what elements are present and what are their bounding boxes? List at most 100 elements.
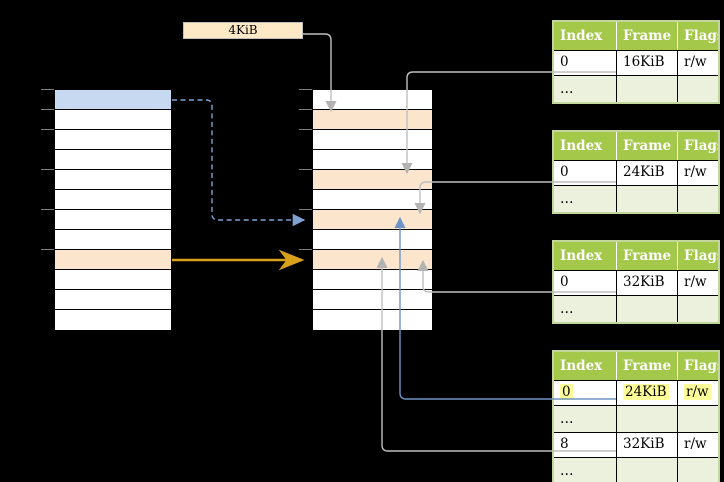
address-tick (41, 109, 54, 110)
virtual-memory-row (55, 230, 171, 250)
column-header-index: Index (560, 248, 603, 264)
cell-index: … (560, 463, 574, 479)
address-tick (41, 209, 54, 210)
cell-frame (616, 458, 677, 482)
table-row: 0 16KiB r/w (554, 50, 718, 75)
virtual-memory-row (55, 170, 171, 190)
virtual-memory-table (54, 89, 172, 331)
virtual-memory-row (55, 250, 171, 270)
cell-index: … (560, 191, 574, 207)
table-row-ellipsis: … (554, 457, 718, 482)
page-table-header: Index Frame Flags (554, 352, 718, 380)
cell-frame (616, 76, 677, 102)
size-label-box: 4KiB (183, 22, 303, 39)
virtual-memory-row (55, 290, 171, 310)
address-tick (299, 129, 312, 130)
page-table-2: Index Frame Flags 0 24KiB r/w … (552, 130, 720, 214)
virtual-memory-row (55, 270, 171, 290)
cell-flags: r/w (677, 271, 718, 295)
cell-index: 0 (554, 381, 616, 405)
physical-memory-row (313, 230, 432, 250)
table-row-ellipsis: … (554, 75, 718, 102)
cell-flags (677, 406, 718, 432)
physical-memory-row (313, 150, 432, 170)
virtual-memory-row (55, 110, 171, 130)
virtual-memory-row (55, 210, 171, 230)
table-row-ellipsis: … (554, 295, 718, 322)
cell-index: … (560, 81, 574, 97)
cell-frame: 32KiB (616, 433, 677, 457)
cell-flags (677, 296, 718, 322)
table-row: 0 24KiB r/w (554, 160, 718, 185)
highlight-mark: 0 (560, 384, 573, 400)
address-tick (299, 109, 312, 110)
cell-index: 8 (560, 436, 569, 452)
table-row: 8 32KiB r/w (554, 432, 718, 457)
table-row: 0 32KiB r/w (554, 270, 718, 295)
physical-memory-row (313, 170, 432, 190)
page-table-4: Index Frame Flags 0 24KiB r/w … 8 32KiB … (552, 350, 720, 482)
cell-flags: r/w (677, 433, 718, 457)
column-header-flags: Flags (677, 242, 718, 270)
address-tick (299, 249, 312, 250)
table-row-ellipsis: … (554, 185, 718, 212)
cell-frame: 16KiB (616, 51, 677, 75)
physical-memory-row (313, 310, 432, 330)
column-header-flags: Flags (677, 22, 718, 50)
column-header-frame: Frame (616, 22, 677, 50)
page-table-header: Index Frame Flags (554, 132, 718, 160)
cell-frame (616, 186, 677, 212)
physical-memory-row (313, 270, 432, 290)
physical-memory-row (313, 290, 432, 310)
physical-memory-row (313, 190, 432, 210)
cell-flags: r/w (677, 381, 718, 405)
cell-index: 0 (560, 164, 569, 180)
physical-memory-row (313, 250, 432, 270)
address-tick (299, 169, 312, 170)
address-tick (41, 129, 54, 130)
column-header-frame: Frame (616, 132, 677, 160)
highlight-mark: r/w (684, 384, 711, 400)
table-row-ellipsis: … (554, 405, 718, 432)
cell-index: … (560, 301, 574, 317)
column-header-frame: Frame (616, 352, 677, 380)
cell-frame: 24KiB (616, 381, 677, 405)
cell-index: 0 (560, 274, 569, 290)
cell-flags (677, 458, 718, 482)
table-row-highlighted: 0 24KiB r/w (554, 380, 718, 405)
column-header-index: Index (560, 138, 603, 154)
physical-memory-row (313, 210, 432, 230)
page-table-1: Index Frame Flags 0 16KiB r/w … (552, 20, 720, 104)
column-header-flags: Flags (677, 352, 718, 380)
address-tick (41, 169, 54, 170)
cell-frame (616, 406, 677, 432)
cell-frame (616, 296, 677, 322)
cell-index: 0 (560, 54, 569, 70)
highlight-mark: 24KiB (623, 384, 669, 400)
cell-frame: 32KiB (616, 271, 677, 295)
cell-flags (677, 186, 718, 212)
page-table-3: Index Frame Flags 0 32KiB r/w … (552, 240, 720, 324)
physical-memory-table (312, 89, 433, 331)
physical-memory-row (313, 110, 432, 130)
size-label-text: 4KiB (228, 23, 258, 37)
virtual-memory-row (55, 90, 171, 110)
cell-frame: 24KiB (616, 161, 677, 185)
cell-flags: r/w (677, 161, 718, 185)
cell-flags (677, 76, 718, 102)
arrow-virtual-page0-to-frame-24kib (172, 99, 306, 227)
address-tick (41, 249, 54, 250)
virtual-memory-row (55, 190, 171, 210)
address-tick (299, 209, 312, 210)
virtual-memory-row (55, 130, 171, 150)
column-header-flags: Flags (677, 132, 718, 160)
virtual-memory-row (55, 310, 171, 330)
page-table-header: Index Frame Flags (554, 242, 718, 270)
physical-memory-row (313, 130, 432, 150)
column-header-index: Index (560, 358, 603, 374)
page-table-header: Index Frame Flags (554, 22, 718, 50)
address-tick (299, 89, 312, 90)
column-header-index: Index (560, 28, 603, 44)
virtual-memory-row (55, 150, 171, 170)
